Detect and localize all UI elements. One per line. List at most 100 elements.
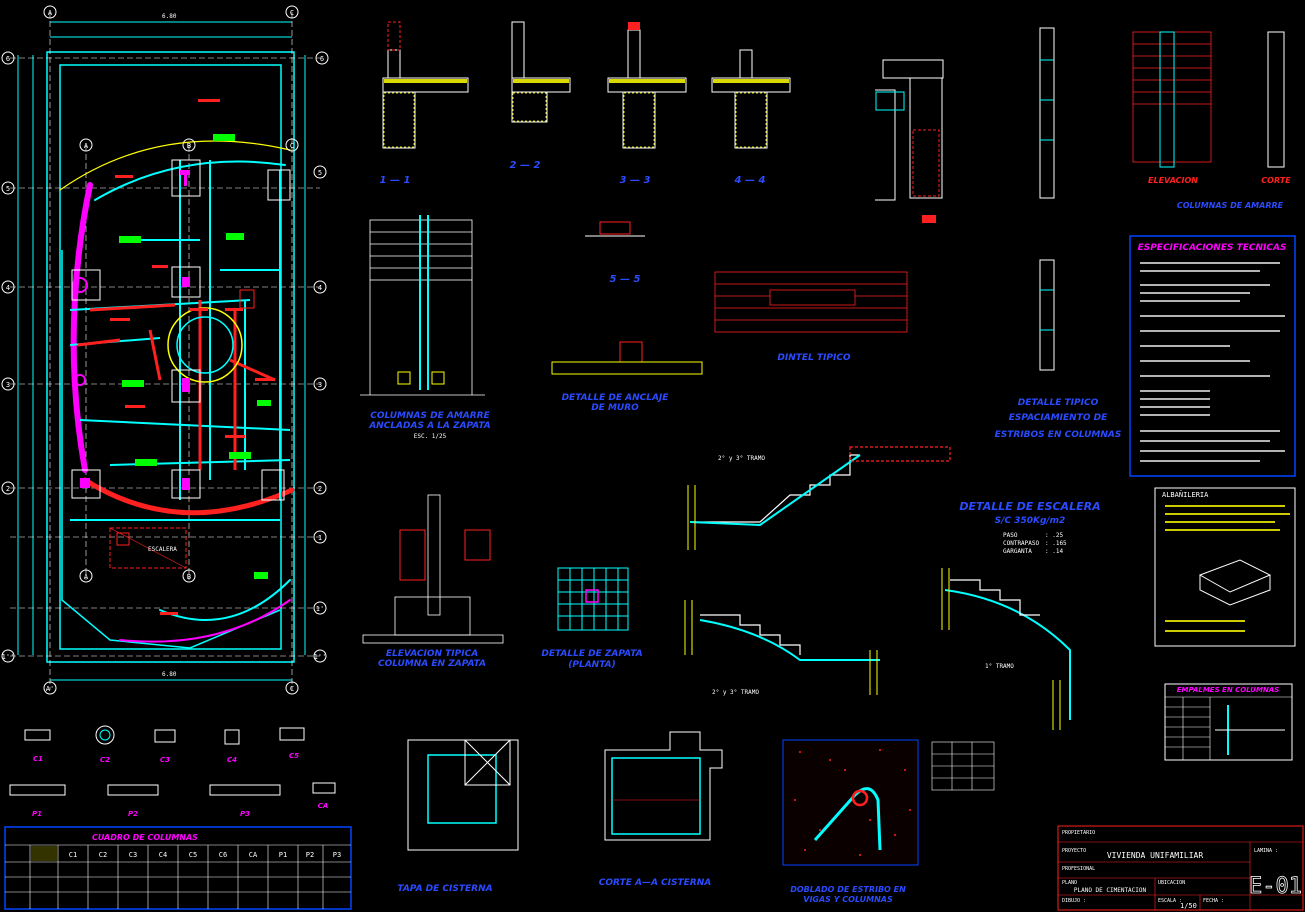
tramo-23-label: 2° y 3° TRAMO	[718, 455, 765, 462]
col-table-title: CUADRO DE COLUMNAS	[92, 833, 198, 842]
zapata-planta-1: DETALLE DE ZAPATA	[541, 649, 642, 659]
stair-paso-k: PASO	[1003, 532, 1018, 539]
stair-load: S/C 350Kg/m2	[995, 516, 1066, 526]
title-block: PROPIETARIO PROYECTO PROFESIONAL PLANO U…	[1057, 825, 1304, 911]
section-1-1-title: 1 — 1	[380, 175, 411, 186]
col-header-ca: CA	[249, 851, 258, 859]
tb-escala-label: ESCALA :	[1158, 898, 1182, 904]
doblado-title-2: VIGAS Y COLUMNAS	[803, 895, 893, 904]
doblado-title-1: DOBLADO DE ESTRIBO EN	[790, 885, 906, 894]
right-details: DETALLE TIPICO ESPACIAMIENTO DE ESTRIBOS…	[995, 27, 1296, 761]
elevacion-tipica-2: COLUMNA EN ZAPATA	[378, 659, 486, 669]
stair-garganta-k: GARGANTA	[1003, 548, 1032, 555]
estribos-title-1: DETALLE TIPICO	[1018, 398, 1099, 408]
section-5-5-title: 5 — 5	[610, 274, 641, 285]
tb-propietario: PROPIETARIO	[1062, 830, 1095, 836]
grid-bubble-row-6: 6	[6, 55, 10, 63]
specs-title: ESPECIFICACIONES TECNICAS	[1138, 243, 1287, 253]
col-section-c3: C3	[160, 756, 170, 764]
tb-escala: 1/50	[1180, 902, 1197, 910]
foundation-plan: ESCALERA 6.80 6.80 A C A' C A B C A	[1, 5, 329, 695]
section-4-4-title: 4 — 4	[734, 175, 766, 186]
grid-bubble-row-2: 2	[6, 485, 10, 493]
grid-bubble-row-4r: 4	[318, 284, 322, 292]
tb-lamina: LAMINA :	[1254, 848, 1278, 854]
col-header-c2: C2	[99, 851, 107, 859]
tb-plano: PLANO DE CIMENTACION	[1074, 887, 1147, 894]
tb-dibujo: DIBUJO :	[1062, 898, 1086, 904]
col-header-c4: C4	[159, 851, 167, 859]
grid-bubble-row-6r: 6	[320, 55, 324, 63]
section-3-3-title: 3 — 3	[620, 175, 651, 186]
col-header-p3: P3	[333, 851, 341, 859]
stair-garganta-v: : .14	[1045, 548, 1063, 555]
zapata-planta-2: (PLANTA)	[568, 660, 615, 670]
grid-bubble-low-b: B	[187, 573, 191, 581]
grid-bubble-row-4: 4	[6, 284, 10, 292]
stair-paso-v: : .25	[1045, 532, 1063, 539]
tapa-cisterna-title: TAPA DE CISTERNA	[397, 884, 492, 894]
grid-bubble-low-a: A	[84, 573, 89, 581]
col-section-c5: C5	[289, 752, 299, 760]
elevacion-tipica-1: ELEVACION TIPICA	[386, 649, 478, 659]
col-section-c2: C2	[100, 756, 110, 764]
col-header-p2: P2	[306, 851, 314, 859]
col-header-p1: P1	[279, 851, 287, 859]
grid-bubble-bottom-c: C	[290, 685, 294, 693]
tramo-23b-label: 2° y 3° TRAMO	[712, 689, 759, 696]
estribos-title-3: ESTRIBOS EN COLUMNAS	[995, 430, 1122, 440]
section-2-2-title: 2 — 2	[510, 160, 541, 171]
columnas-amarre-title-1: COLUMNAS DE AMARRE	[370, 411, 490, 421]
tramo-1-label: 1° TRAMO	[985, 663, 1014, 670]
tb-plano-label: PLANO	[1062, 880, 1077, 886]
grid-bubble-top-a: A	[48, 9, 53, 17]
grid-bubble-row-2r: 2	[318, 485, 322, 493]
grid-bubble-row-1p: 1'	[316, 605, 324, 613]
grid-bubble-top-c: C	[290, 9, 294, 17]
grid-bubble-row-3: 3	[6, 381, 10, 389]
grid-bubble-row-1pp: 1''	[2, 653, 15, 661]
estribos-title-2: ESPACIAMIENTO DE	[1009, 413, 1108, 423]
col-section-p3: P3	[240, 810, 250, 818]
grid-bubble-row-1r: 1	[318, 534, 322, 542]
dintel-title: DINTEL TIPICO	[777, 353, 851, 363]
column-schedule-table: CUADRO DE COLUMNAS C1 C2 C3 C4 C5 C6	[4, 826, 352, 910]
anclaje-title-2: DE MURO	[591, 403, 639, 413]
dim-bottom-total: 6.80	[162, 671, 177, 678]
grid-bubble-bottom-a: A'	[46, 685, 54, 693]
stair-room-label: ESCALERA	[148, 546, 177, 553]
corte-cisterna-title: CORTE A—A CISTERNA	[599, 878, 711, 888]
anclaje-title-1: DETALLE DE ANCLAJE	[562, 393, 670, 403]
col-section-c4: C4	[227, 756, 237, 764]
tb-profesional: PROFESIONAL	[1062, 866, 1095, 872]
col-header-c5: C5	[189, 851, 197, 859]
tb-proyecto: VIVIENDA UNIFAMILIAR	[1107, 851, 1204, 860]
tb-proyecto-label: PROYECTO	[1062, 848, 1086, 854]
col-header-c6: C6	[219, 851, 227, 859]
grid-bubble-row-5r: 5	[318, 169, 322, 177]
col-section-ca: CA	[318, 802, 329, 810]
grid-bubble-inner-a: A	[84, 142, 89, 150]
stair-contrapaso-k: CONTRAPASO	[1003, 540, 1040, 547]
grid-bubble-row-3r: 3	[318, 381, 322, 389]
stair-title: DETALLE DE ESCALERA	[959, 500, 1100, 513]
col-header-c3: C3	[129, 851, 137, 859]
dim-top-total: 6.80	[162, 13, 177, 20]
grid-bubble-inner-b: B	[187, 142, 191, 150]
columnas-amarre-scale: ESC. 1/25	[414, 433, 447, 440]
tb-sheet-number: E-01	[1249, 874, 1302, 899]
col-section-p1: P1	[32, 810, 42, 818]
albanileria-title: ALBAÑILERIA	[1162, 490, 1209, 499]
grid-bubble-inner-c: C	[290, 142, 294, 150]
muro-elevacion-title: ELEVACION	[1148, 176, 1198, 185]
columnas-amarre-title-2: ANCLADAS A LA ZAPATA	[368, 421, 491, 431]
column-sections: C1 C2 C3 C4 C5 CA P1 P2 P3	[9, 725, 336, 818]
middle-details: COLUMNAS DE AMARRE ANCLADAS A LA ZAPATA …	[360, 215, 1101, 904]
empalmes-title: EMPALMES EN COLUMNAS	[1177, 686, 1280, 694]
col-section-p2: P2	[128, 810, 138, 818]
tb-ubicacion: UBICACION	[1158, 880, 1185, 886]
foundation-sections: 1 — 1 2 — 2 3 — 3 4 — 4 5 — 5	[380, 21, 944, 285]
tb-fecha: FECHA :	[1203, 898, 1224, 904]
columnas-amarre-sub-title: COLUMNAS DE AMARRE	[1177, 201, 1284, 210]
